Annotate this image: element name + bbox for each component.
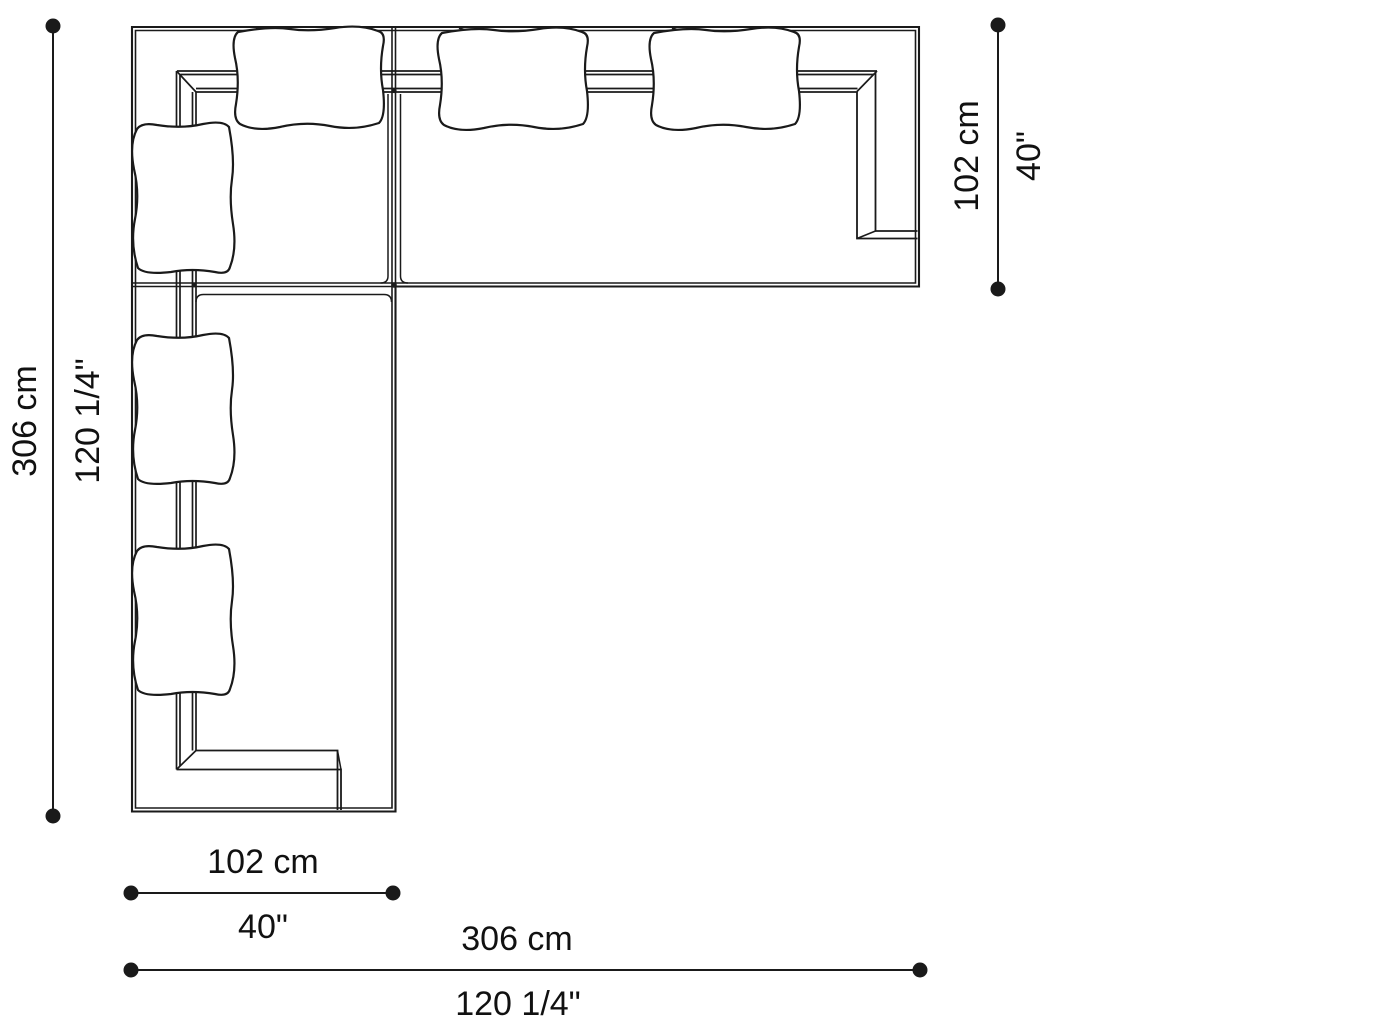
dimension-label-inches: 120 1/4" [69, 358, 107, 484]
pillow-top-3 [648, 26, 802, 132]
pillow-left-3 [130, 543, 236, 697]
dimension-label-inches: 120 1/4" [455, 985, 581, 1023]
back-pillows [130, 25, 802, 697]
pillow-top-1 [232, 25, 385, 131]
dimension-endpoint-dot [123, 962, 139, 978]
pillow-left-1 [130, 121, 236, 274]
dimension-endpoint-dot [45, 18, 61, 34]
sofa-body [130, 25, 921, 813]
dimension-endpoint-dot [990, 17, 1006, 33]
dimension-endpoint-dot [45, 808, 61, 824]
seam-junction-nodes [191, 87, 397, 288]
dimension-bottom-total: 306 cm 120 1/4" [123, 920, 928, 1023]
right-armrest [856, 72, 918, 240]
dimension-label-inches: 40" [238, 908, 288, 946]
dimension-label-inches: 40" [1010, 131, 1048, 181]
pillow-top-2 [436, 26, 590, 132]
dimension-endpoint-dot [912, 962, 928, 978]
sofa-outer-perimeter [130, 25, 921, 813]
dimension-bottom-small: 102 cm 40" [123, 843, 401, 946]
sofa-inner-perimeter [134, 29, 917, 809]
dimension-right-depth: 102 cm 40" [948, 17, 1048, 297]
bottom-armrest [176, 749, 342, 810]
dimension-endpoint-dot [990, 281, 1006, 297]
dimension-left-total: 306 cm 120 1/4" [6, 18, 107, 824]
dimension-label-cm: 102 cm [207, 843, 319, 881]
dimension-label-cm: 306 cm [461, 920, 573, 958]
frame-miter-joints [175, 70, 878, 771]
dimension-endpoint-dot [385, 885, 401, 901]
dimension-label-cm: 306 cm [6, 365, 44, 477]
dimension-label-cm: 102 cm [948, 100, 986, 212]
dimension-endpoint-dot [123, 885, 139, 901]
pillow-left-2 [130, 332, 236, 485]
